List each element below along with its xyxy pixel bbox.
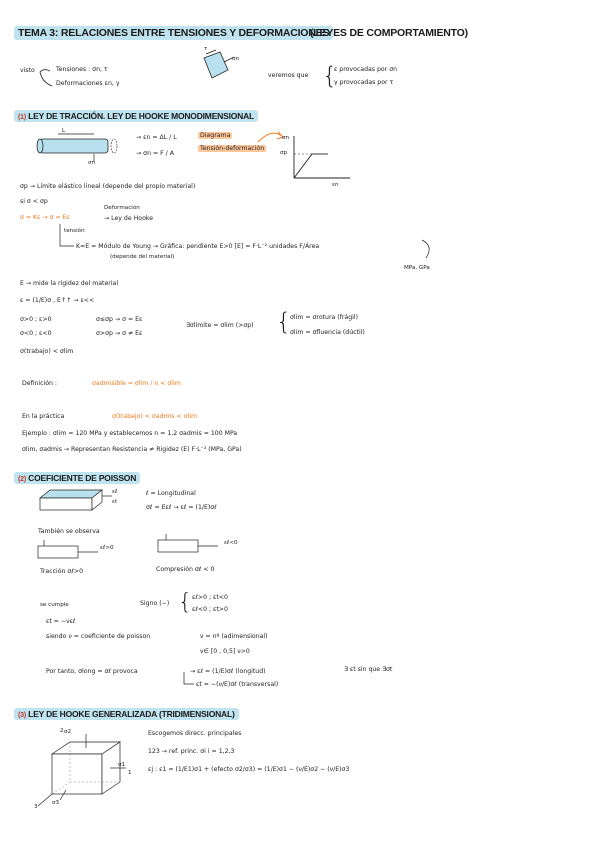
cube-axis-1: 1 — [128, 770, 132, 776]
representan: σlim, σadmis → Representan Resistencia ≠… — [22, 446, 242, 453]
fig-sigma-n: σn — [232, 56, 240, 62]
intro-tensiones: Tensiones : σn, τ — [56, 66, 108, 73]
hooke-bracket — [59, 224, 74, 247]
definicion: Definición : — [22, 380, 57, 387]
signo-1: εℓ>0 ; εt<0 — [192, 594, 228, 601]
por-tanto: Por tanto, σlong = σℓ provoca — [46, 668, 138, 675]
tension-bar-figure — [36, 133, 118, 162]
lim-1: σlim = σrotura (frágil) — [290, 314, 358, 321]
intro-brace-right: { — [322, 62, 338, 90]
stress-element-figure — [203, 49, 235, 79]
cond-4: σ>σp → σ ≠ Eε — [96, 330, 143, 337]
ref-princ: 123 → ref. princ. σi i = 1,2,3 — [148, 748, 235, 755]
signo-brace: { — [178, 590, 192, 615]
strain-eq: → εn = ΔL / L — [136, 134, 177, 141]
provoca-branch — [183, 672, 194, 685]
nu-1: ν = nº (adimensional) — [200, 633, 268, 640]
tambien: También se observa — [38, 528, 100, 535]
cube-axis-2: 2 — [60, 728, 64, 734]
lim-2: σlim = σfluencia (dúctil) — [290, 329, 365, 336]
cube-s1: σ1 — [118, 762, 126, 768]
traccion-label: Tracción σℓ>0 — [40, 568, 83, 575]
ejemplo: Ejemplo : σlim = 120 MPa y establecemos … — [22, 430, 238, 437]
stress-eq: → σn = F / A — [136, 150, 174, 157]
cond-3: σ≤σp → σ = Eε — [96, 316, 143, 323]
cond-2: σ<0 ; ε<0 — [20, 330, 52, 337]
provoca-1: → εℓ = (1/E)σℓ (longitud) — [190, 668, 266, 675]
cond-1: σ>0 ; ε>0 — [20, 316, 52, 323]
eps-pos: εℓ>0 — [100, 545, 114, 551]
traccion-figure — [37, 540, 98, 559]
poisson-eq1: ℓ = Longitudinal — [146, 490, 196, 497]
intro-visto: visto — [20, 67, 35, 74]
cube-axis-3: 3 — [34, 804, 38, 810]
page-title: TEMA 3: RELACIONES ENTRE TENSIONES Y DEF… — [14, 26, 334, 40]
et-eq: εt = −νεℓ — [46, 618, 76, 625]
poisson-eq2: σℓ = Eεℓ → εℓ = (1/E)σℓ — [146, 504, 217, 511]
units-arrow — [421, 239, 430, 259]
sigma-trabajo: σ(trabajo) < σlim — [20, 348, 74, 355]
section-2-title: (2) COEFICIENTE DE POISSON — [14, 472, 141, 484]
page-subtitle: (LEYES DE COMPORTAMIENTO) — [310, 27, 468, 39]
prism-et: εt — [112, 499, 118, 505]
label-deformacion: Deformación — [104, 205, 140, 211]
intro-veremos: veremos que — [268, 72, 309, 79]
escogemos: Escogemos direcc. principales — [148, 730, 242, 737]
cube-3d-figure — [37, 734, 126, 807]
si-sigma: si σ < σp — [20, 198, 48, 205]
exists-et: ∃ εt sin que ∃σt — [344, 666, 393, 673]
rigidez: E → mide la rigidez del material — [20, 280, 119, 287]
epsilon-eq: ε = (1/E)σ , E↑↑ → ε<< — [20, 297, 95, 304]
label-tension: tensión — [64, 228, 85, 234]
poisson-prism-figure — [39, 489, 112, 511]
section-2-heading: COEFICIENTE DE POISSON — [28, 473, 137, 483]
limite-elastico: σp → Límite elástico lineal (depende del… — [20, 183, 196, 190]
orange-arrow — [257, 131, 284, 143]
intro-line1: ε provocadas por σn — [334, 66, 398, 73]
section-3-heading: LEY DE HOOKE GENERALIZADA (TRIDIMENSIONA… — [28, 709, 235, 719]
diagram-label-1: Diagrama — [198, 132, 233, 139]
generalized-eq: εj : ε1 = (1/E1)σ1 + (efecto σ2/σ3) = (1… — [148, 766, 350, 773]
section-1-heading: LEY DE TRACCIÓN. LEY DE HOOKE MONODIMENS… — [28, 111, 255, 121]
signo: Signo (−) — [140, 600, 170, 607]
bar-label-sn: σn — [88, 160, 96, 166]
section-1-number: (1) — [18, 114, 26, 121]
se-cumple: se cumple — [40, 602, 69, 608]
practica: En la práctica — [22, 413, 65, 420]
units-mpa: MPa, GPa — [404, 265, 430, 271]
intro-line2: γ provocadas por τ — [334, 79, 394, 86]
compresion-label: Compresión σℓ < 0 — [156, 566, 215, 573]
cube-s3: σ3 — [52, 800, 60, 806]
fig-tau: τ — [204, 46, 208, 52]
cube-s2: σ2 — [64, 729, 72, 735]
graph-y-sn: σn — [282, 135, 290, 141]
prism-el: εℓ — [112, 489, 118, 495]
depende-material: (depende del material) — [110, 254, 175, 260]
intro-deformaciones: Deformaciones εn, γ — [56, 80, 120, 87]
graph-x-en: εn — [332, 182, 339, 188]
nu-2: ν∈ [0 , 0,5] ν>0 — [200, 648, 250, 655]
stress-strain-graph — [293, 136, 350, 179]
graph-y-sp: σp — [280, 150, 288, 156]
provoca-2: εt = −(ν/E)σℓ (transversal) — [196, 681, 279, 688]
section-2-number: (2) — [18, 476, 26, 483]
intro-brace — [39, 69, 53, 87]
section-3-title: (3) LEY DE HOOKE GENERALIZADA (TRIDIMENS… — [14, 708, 239, 720]
siendo: siendo ν = coeficiente de poisson — [46, 633, 151, 640]
bar-label-L: L — [62, 128, 66, 134]
section-1-title: (1) LEY DE TRACCIÓN. LEY DE HOOKE MONODI… — [14, 110, 259, 122]
hooke-equation: σ = Kε → σ = Eε — [20, 214, 70, 221]
practica-eq: σ(trabajo) < σadmis < σlim — [112, 413, 197, 420]
limit-brace: { — [276, 308, 292, 336]
limite-2: ∃σlímite = σlim (>σp) — [186, 322, 254, 329]
ley-hooke: → Ley de Hooke — [104, 215, 154, 222]
section-3-number: (3) — [18, 712, 26, 719]
admisible: σadmisible = σlim / n < σlim — [92, 380, 181, 387]
compresion-figure — [157, 534, 218, 553]
diagram-label-2: Tensión-deformación — [198, 145, 267, 152]
eps-neg: εℓ<0 — [224, 540, 238, 546]
signo-2: εℓ<0 ; εt>0 — [192, 606, 228, 613]
modulo-young: K=E = Módulo de Young → Gráfica: pendien… — [76, 243, 320, 250]
